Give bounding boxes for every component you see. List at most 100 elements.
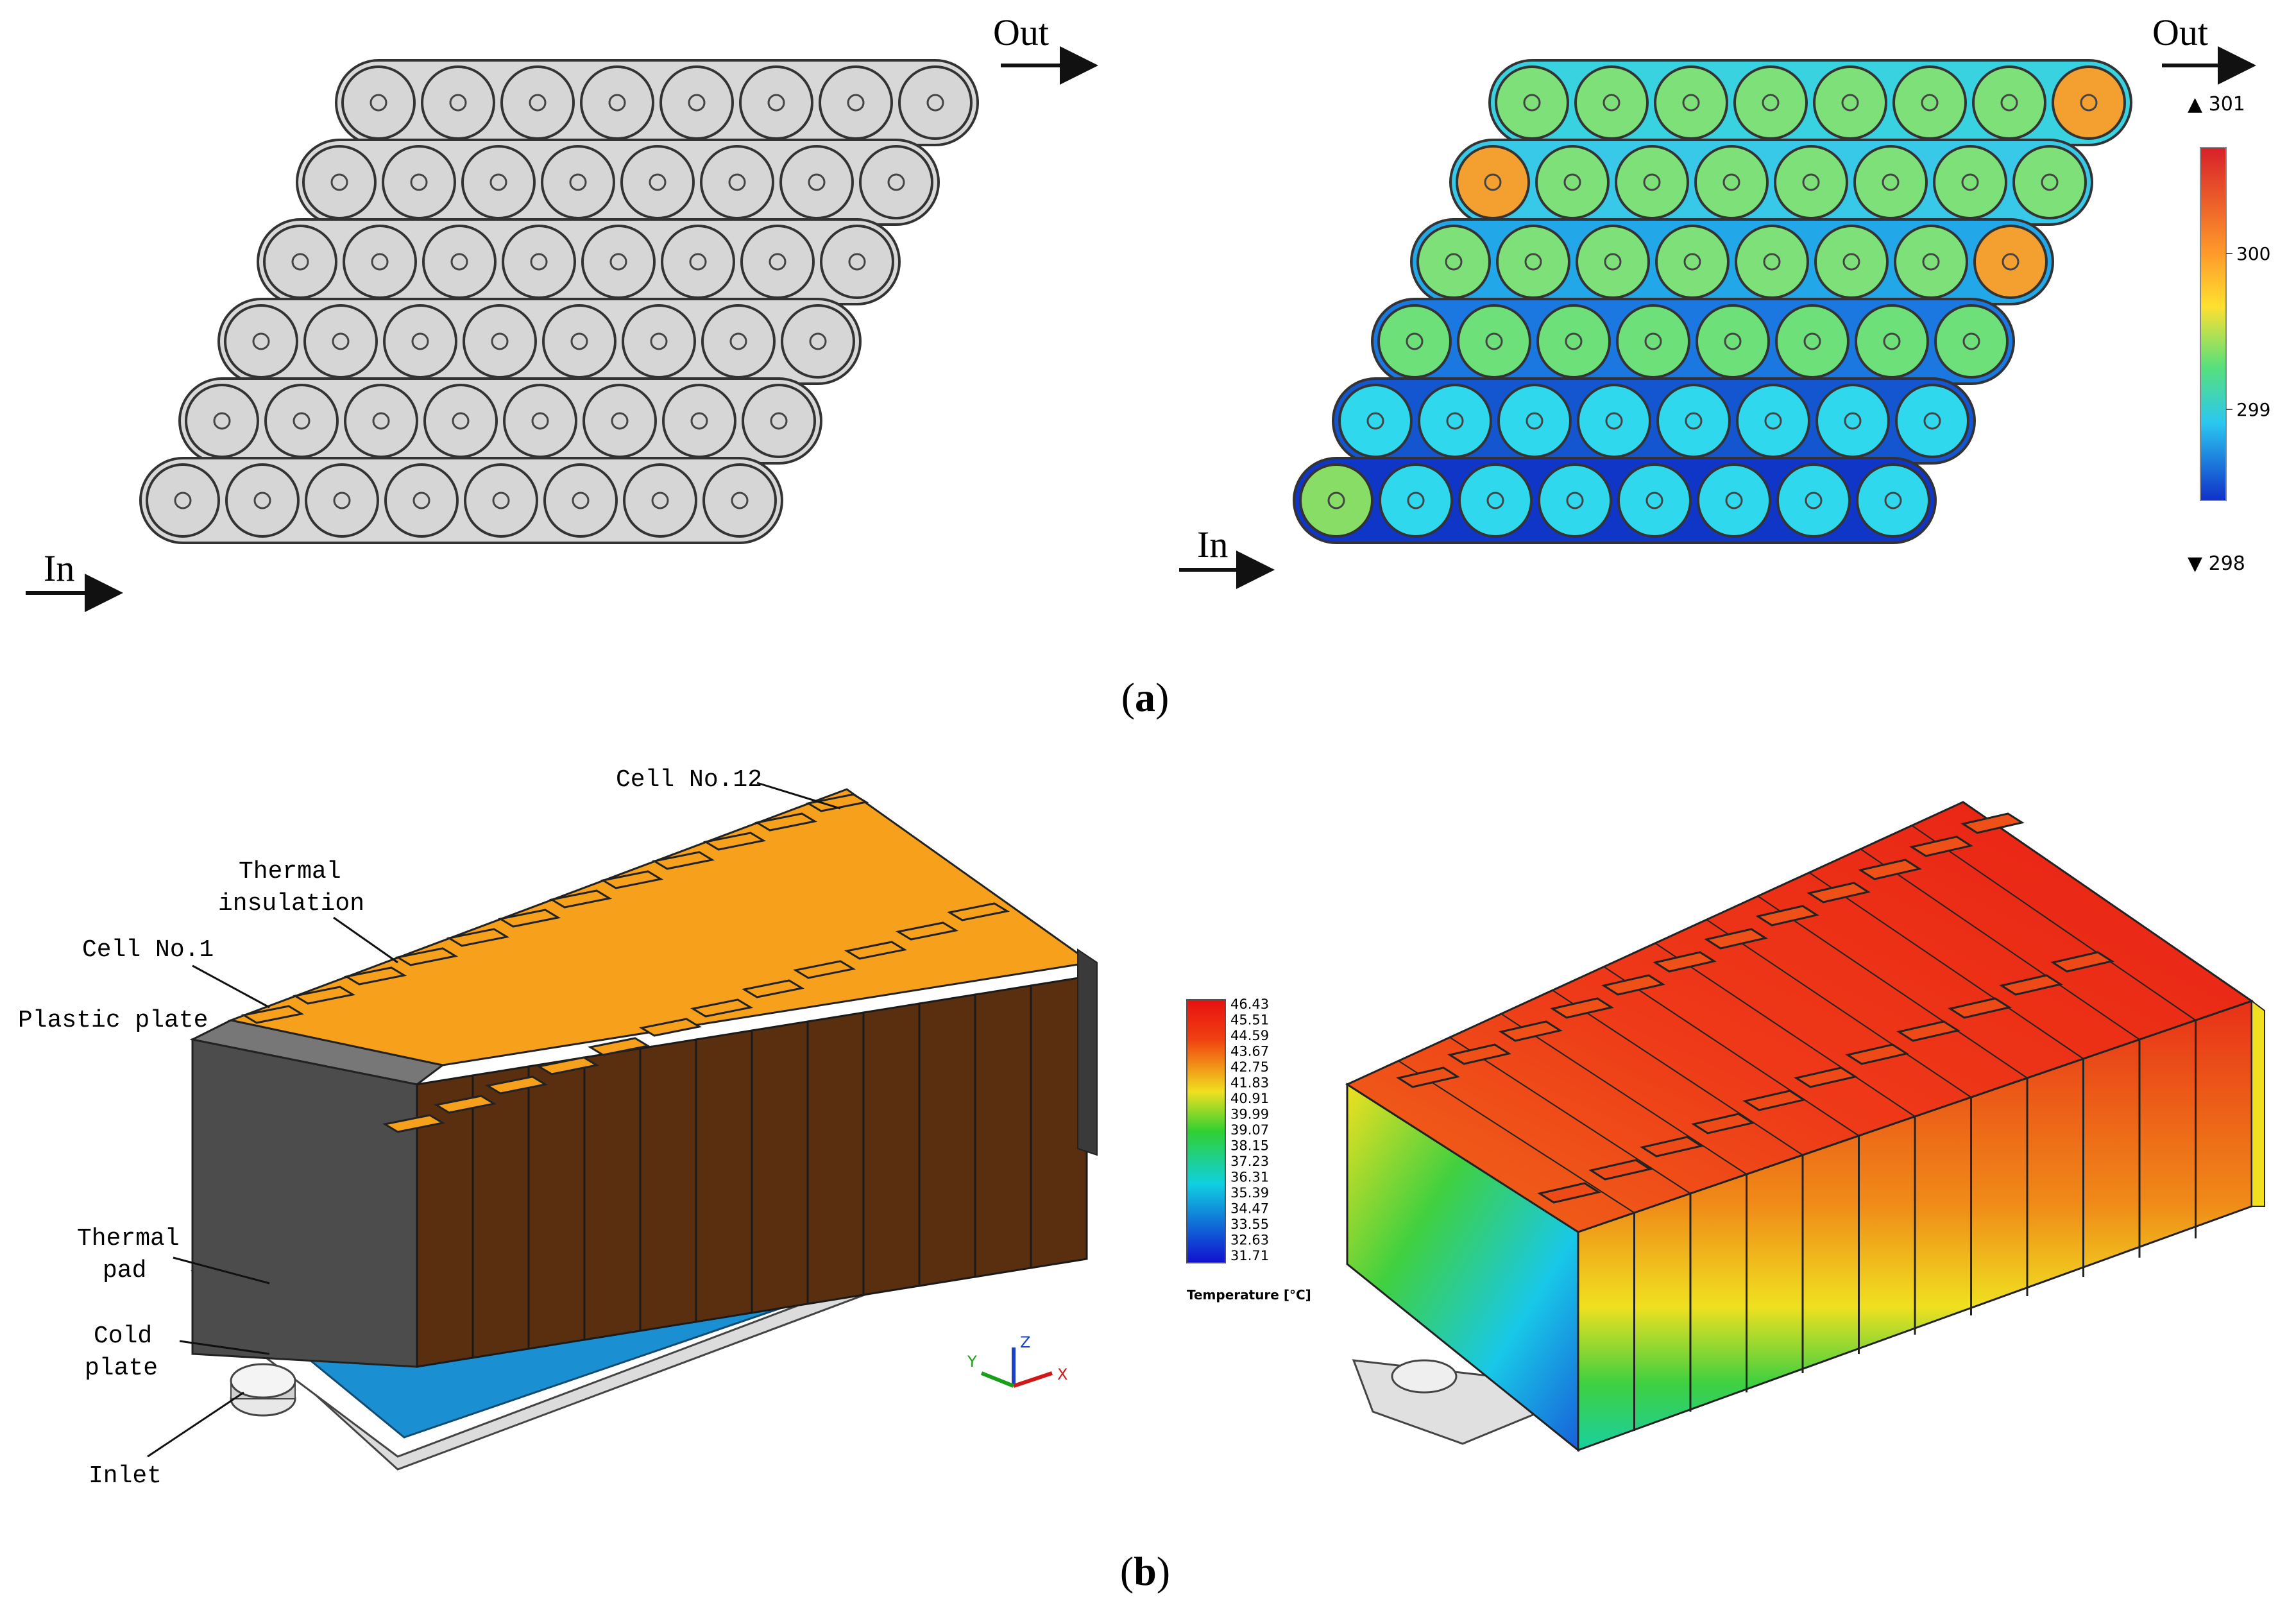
battery-cell	[383, 304, 457, 379]
panel-a-left-layout	[139, 59, 979, 544]
cell-terminal-hot	[1807, 882, 1871, 903]
battery-cell	[185, 384, 259, 458]
battery-cell	[1338, 384, 1413, 458]
battery-cell	[1418, 384, 1492, 458]
cell-terminal-hot	[1653, 951, 1717, 973]
battery-cell	[461, 145, 536, 219]
cell-terminal	[382, 1114, 446, 1133]
cell-center	[1406, 332, 1424, 350]
cell-terminal	[651, 851, 715, 870]
battery-cell	[463, 304, 537, 379]
cell-center	[410, 173, 428, 191]
cell-center	[848, 253, 866, 271]
callouts-exploded: Cell No.12 Thermal insulation Cell No.1 …	[18, 766, 841, 1490]
battery-cell	[622, 304, 696, 379]
battery-cell	[502, 225, 576, 299]
cell-terminal-hot	[1948, 997, 2012, 1019]
battery-cell	[1933, 145, 2007, 219]
battery-cell	[1934, 304, 2009, 379]
cell-center	[887, 173, 905, 191]
battery-cell	[1697, 463, 1771, 538]
battery-cell	[742, 384, 816, 458]
cell-center	[1724, 332, 1742, 350]
cell-center	[767, 94, 785, 112]
legend-value: 40.91	[1230, 1091, 1269, 1106]
cell-center	[411, 332, 429, 350]
cell-terminal-hot	[1742, 1090, 1807, 1111]
cell-center	[1566, 492, 1584, 509]
cell-center	[769, 253, 787, 271]
battery-module-temperature	[1345, 801, 2265, 1453]
cell-center	[609, 253, 627, 271]
battery-cell	[1456, 145, 1530, 219]
battery-cell	[503, 384, 577, 458]
battery-cell	[423, 384, 498, 458]
temperature-colorbar: ▲ 301 ▼ 298 300 299	[2188, 93, 2270, 575]
battery-cell	[1577, 384, 1651, 458]
battery-cell	[620, 145, 695, 219]
battery-cell	[1617, 463, 1692, 538]
cell-center	[370, 94, 387, 112]
battery-cell	[305, 463, 379, 538]
battery-cell	[581, 225, 656, 299]
cell-terminal	[446, 928, 510, 947]
cell-terminal	[741, 979, 805, 998]
battery-cell	[898, 65, 973, 140]
colorbar-tick-300: 300	[2236, 243, 2270, 264]
legend-value: 32.63	[1230, 1233, 1269, 1248]
cell-center	[1803, 332, 1821, 350]
cell-terminal-hot	[1499, 1020, 1563, 1042]
out-label-left: Out	[993, 12, 1049, 53]
label-cell-1: Cell No.1	[82, 936, 214, 964]
cell-front-faces	[416, 975, 1088, 1368]
cell-center	[452, 412, 470, 430]
cell-center	[1565, 332, 1583, 350]
cell-center	[2041, 173, 2059, 191]
battery-cell	[1457, 304, 1531, 379]
coolant-channel	[1293, 457, 1937, 544]
cell-center	[1883, 332, 1901, 350]
battery-cell	[225, 463, 300, 538]
cell-terminal	[548, 889, 613, 909]
battery-cell	[1299, 463, 1373, 538]
cell-center	[1446, 412, 1464, 430]
battery-cell	[1656, 384, 1731, 458]
cell-terminal-hot	[1640, 1136, 1704, 1158]
colorbar-min-label: ▼ 298	[2188, 552, 2245, 575]
cell-center	[491, 332, 509, 350]
legend-value: 35.39	[1230, 1185, 1269, 1201]
battery-cell	[1616, 304, 1690, 379]
battery-cell	[421, 65, 495, 140]
cell-center	[1605, 412, 1623, 430]
label-inlet: Inlet	[89, 1462, 162, 1490]
cell-front	[974, 984, 1032, 1278]
legend-value: 38.15	[1230, 1138, 1269, 1154]
battery-module-exploded	[189, 788, 1098, 1471]
axis-label-y: Y	[967, 1353, 977, 1371]
colorbar-gradient	[2200, 147, 2227, 501]
cell-center	[689, 253, 707, 271]
battery-cell	[464, 463, 538, 538]
battery-cell	[1379, 463, 1453, 538]
cell-center	[1327, 492, 1345, 509]
cell-center	[1884, 492, 1902, 509]
cell-terminal-hot	[1896, 1020, 1960, 1042]
cell-front	[527, 1056, 586, 1350]
battery-cell	[1855, 304, 1929, 379]
legend-values: 46.4345.5144.5943.6742.7541.8340.9139.99…	[1230, 996, 1269, 1263]
battery-cell	[500, 65, 575, 140]
cell-terminal-hot	[1601, 974, 1665, 996]
battery-cell	[1735, 225, 1809, 299]
cell-center	[412, 492, 430, 509]
cell-center	[611, 412, 629, 430]
cell-terminal-hot	[1858, 859, 1922, 880]
coolant-channel	[139, 457, 783, 544]
label-plastic-plate: Plastic plate	[18, 1007, 208, 1034]
battery-cell	[1776, 463, 1851, 538]
cell-center	[1805, 492, 1823, 509]
battery-cell	[1458, 463, 1533, 538]
battery-cell	[1973, 225, 2048, 299]
cell-terminal	[292, 986, 356, 1005]
out-label-right: Out	[2152, 12, 2208, 53]
cell-terminal	[895, 921, 959, 941]
